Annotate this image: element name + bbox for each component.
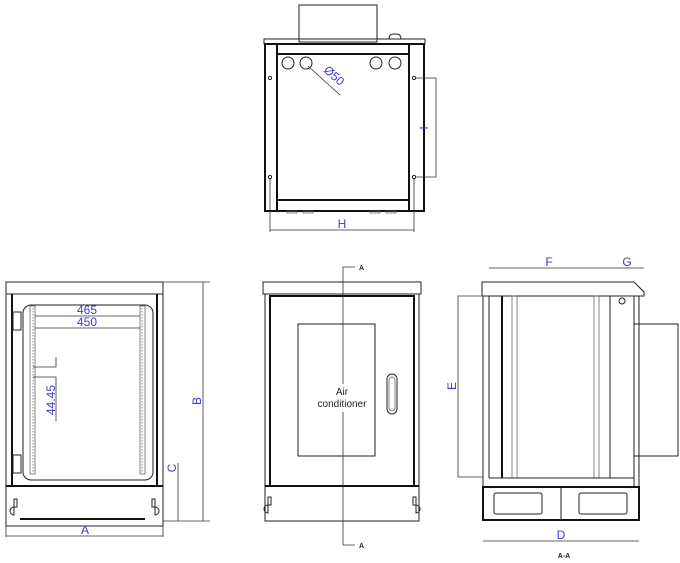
dim-label-a: A bbox=[81, 523, 89, 537]
dim-label-d: D bbox=[557, 528, 566, 542]
section-view: F G E D A-A bbox=[445, 255, 679, 560]
section-mark-top: A bbox=[359, 265, 364, 272]
dim-label-i: I bbox=[417, 126, 431, 129]
dim-label-unit: 44.45 bbox=[44, 385, 58, 415]
top-view: Ø50 I H bbox=[263, 4, 437, 232]
front-door-view: Air conditioner A A bbox=[262, 265, 422, 550]
panel-label-line2: conditioner bbox=[318, 399, 368, 410]
dim-label-h: H bbox=[338, 217, 347, 231]
dim-label-b: B bbox=[190, 397, 204, 405]
dim-label-f: F bbox=[545, 255, 552, 269]
dim-label-465: 465 bbox=[77, 303, 97, 317]
hole-diameter-label: Ø50 bbox=[321, 63, 347, 89]
dim-label-450: 450 bbox=[77, 315, 97, 329]
dim-label-c: C bbox=[165, 463, 179, 472]
dim-label-e: E bbox=[445, 382, 459, 390]
dim-label-g: G bbox=[622, 255, 631, 269]
front-open-view: 465 450 44.45 B C A bbox=[5, 281, 210, 537]
panel-label-line1: Air bbox=[336, 387, 349, 398]
section-mark-bottom: A bbox=[359, 543, 364, 550]
section-caption: A-A bbox=[558, 553, 570, 560]
